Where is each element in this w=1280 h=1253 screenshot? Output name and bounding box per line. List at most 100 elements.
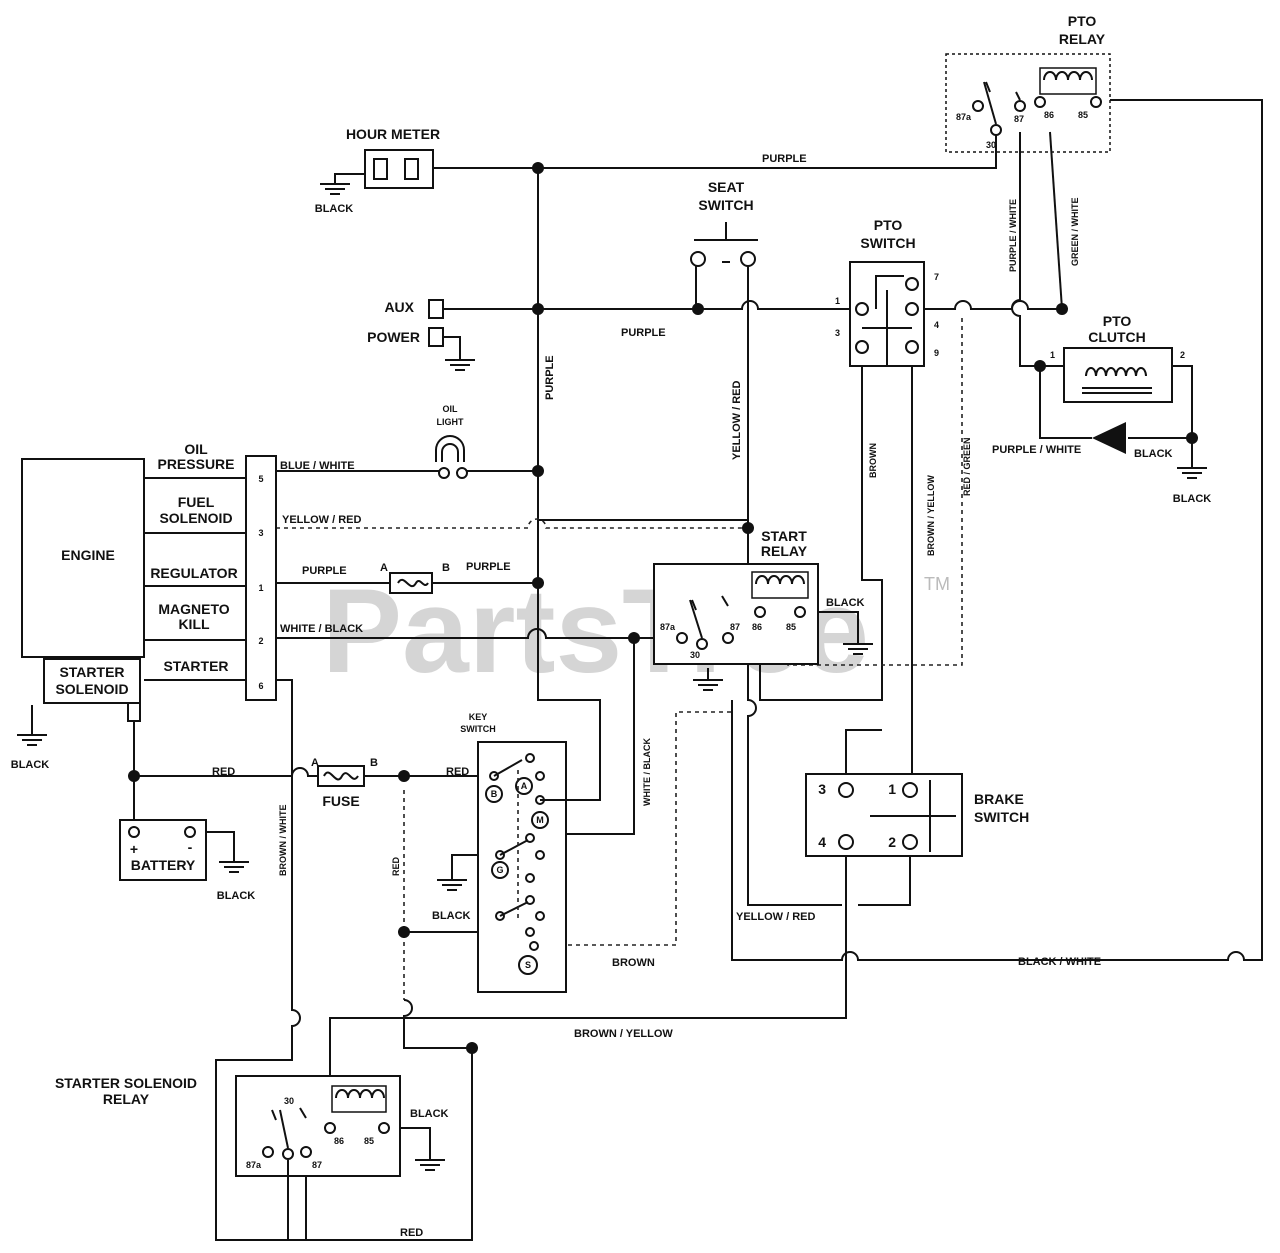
splice-node	[1186, 432, 1198, 444]
starter-label: STARTER	[163, 658, 228, 674]
start-relay-pin-86: 86	[752, 622, 762, 632]
fuse-red-label: RED	[446, 766, 469, 778]
seat-switch: SEAT SWITCH	[690, 179, 758, 267]
pto-clutch-pin-left: 1	[1050, 350, 1055, 360]
splice-node	[1034, 360, 1046, 372]
brake-pin-4: 4	[818, 834, 826, 850]
key-brown-label: BROWN	[612, 957, 655, 969]
pto-switch-pin-3: 3	[835, 328, 840, 338]
pto-relay: PTO RELAY 87a 30 87 86 85	[945, 13, 1111, 153]
fuse-label: FUSE	[322, 793, 359, 809]
pto-relay-label-1: PTO	[1068, 13, 1097, 29]
pto-clutch-pin-right: 2	[1180, 350, 1185, 360]
oil-light-label-2: LIGHT	[437, 417, 464, 427]
starter-solenoid-label-1: STARTER	[59, 664, 124, 680]
starter-solenoid-box	[43, 658, 141, 704]
starter-solenoid-relay: STARTER SOLENOID RELAY 30 87a 87 86 85 B…	[55, 1075, 449, 1239]
battery: + - BATTERY BLACK	[119, 819, 255, 902]
battery-neg-label: -	[188, 839, 193, 855]
pto-red-green-label: RED / GREEN	[962, 437, 972, 496]
key-pos-g: G	[496, 865, 503, 875]
brake-switch-label-1: BRAKE	[974, 791, 1024, 807]
splice-node	[742, 522, 754, 534]
pto-relay-pin-85: 85	[1078, 110, 1088, 120]
wire-label-white-black: WHITE / BLACK	[280, 623, 363, 635]
brake-pin-2: 2	[888, 834, 896, 850]
splice-node	[128, 770, 140, 782]
start-relay-pin-85: 85	[786, 622, 796, 632]
key-switch: KEY SWITCH B A M G S BLACK	[432, 712, 567, 993]
oil-light: OIL LIGHT	[435, 404, 468, 479]
start-relay-label-2: RELAY	[761, 543, 808, 559]
aux-label: AUX	[384, 299, 414, 315]
brown-yellow-bottom-label: BROWN / YELLOW	[574, 1028, 673, 1040]
top-purple-label: PURPLE	[762, 153, 807, 165]
hour-meter-ground-label: BLACK	[315, 203, 354, 215]
clutch-purple-white-label: PURPLE / WHITE	[992, 444, 1081, 456]
ground-icon	[437, 879, 467, 891]
pto-switch-pin-7: 7	[934, 272, 939, 282]
aux-power: AUX POWER	[367, 299, 444, 347]
pto-switch: PTO SWITCH 1 3 7 4 9	[835, 217, 939, 367]
watermark-tm: TM	[924, 574, 950, 594]
ssr-pin-85: 85	[364, 1136, 374, 1146]
battery-label: BATTERY	[131, 857, 196, 873]
pto-relay-label-2: RELAY	[1059, 31, 1106, 47]
pto-clutch-label-1: PTO	[1103, 313, 1132, 329]
splice-node	[1056, 303, 1068, 315]
pto-clutch: PTO CLUTCH 1 2 PURPLE / WHITE BLACK BLAC…	[992, 313, 1211, 505]
hour-meter-box	[364, 149, 434, 189]
pto-purple-white-label: PURPLE / WHITE	[1008, 199, 1018, 272]
ground-symbols	[17, 183, 1207, 1171]
pto-switch-label-1: PTO	[874, 217, 903, 233]
brake-pin-1: 1	[888, 781, 896, 797]
pin-3-label: 3	[258, 528, 263, 538]
key-pos-m: M	[536, 815, 544, 825]
pto-green-white-label: GREEN / WHITE	[1070, 197, 1080, 266]
ssr-label-1: STARTER SOLENOID	[55, 1075, 197, 1091]
splice-node	[532, 465, 544, 477]
ssr-red-label: RED	[400, 1227, 423, 1239]
wire-label-fuel-yellow-red: YELLOW / RED	[282, 514, 362, 526]
pin-2-label: 2	[258, 636, 263, 646]
key-pos-b: B	[491, 789, 498, 799]
seat-yellow-red-label: YELLOW / RED	[731, 381, 743, 461]
ssr-black-label: BLACK	[410, 1108, 449, 1120]
fuse: A B FUSE RED RED	[212, 757, 469, 809]
ground-icon	[219, 861, 249, 873]
magneto-kill-label-1: MAGNETO	[158, 601, 229, 617]
trunk-purple-label: PURPLE	[544, 355, 556, 400]
key-switch-label-1: KEY	[469, 712, 488, 722]
seat-switch-label-1: SEAT	[708, 179, 745, 195]
start-relay-black-label: BLACK	[826, 597, 865, 609]
engine-box	[21, 458, 145, 658]
ground-icon	[445, 359, 475, 371]
start-relay-pin-30: 30	[690, 650, 700, 660]
pto-switch-label-2: SWITCH	[860, 235, 915, 251]
fuse-b-label: B	[370, 757, 378, 769]
regulator-fuse-b: B	[442, 562, 450, 574]
magneto-kill-label-2: KILL	[178, 616, 210, 632]
pto-brown-label: BROWN	[868, 443, 878, 478]
brown-white-label: BROWN / WHITE	[278, 805, 288, 877]
key-ground-label: BLACK	[432, 910, 471, 922]
battery-red-label: RED	[212, 766, 235, 778]
fuse-a-label: A	[311, 757, 319, 769]
engine-terminal-labels: OIL PRESSURE FUEL SOLENOID REGULATOR MAG…	[150, 441, 363, 691]
ground-icon	[693, 668, 723, 691]
start-relay-label-1: START	[761, 528, 807, 544]
pin-6-label: 6	[258, 681, 263, 691]
start-relay-pin-87a: 87a	[660, 622, 676, 632]
solenoid-ground-label: BLACK	[11, 759, 50, 771]
ground-icon	[320, 183, 350, 195]
splice-node	[532, 577, 544, 589]
splice-node	[398, 770, 410, 782]
brake-yellow-red-label: YELLOW / RED	[736, 911, 816, 923]
regulator-label: REGULATOR	[150, 565, 237, 581]
power-terminal	[428, 327, 444, 347]
battery-pos-label: +	[130, 841, 138, 857]
ground-icon	[415, 1159, 445, 1171]
regulator-fuse-a: A	[380, 562, 388, 574]
key-red-vertical-label: RED	[391, 856, 401, 876]
